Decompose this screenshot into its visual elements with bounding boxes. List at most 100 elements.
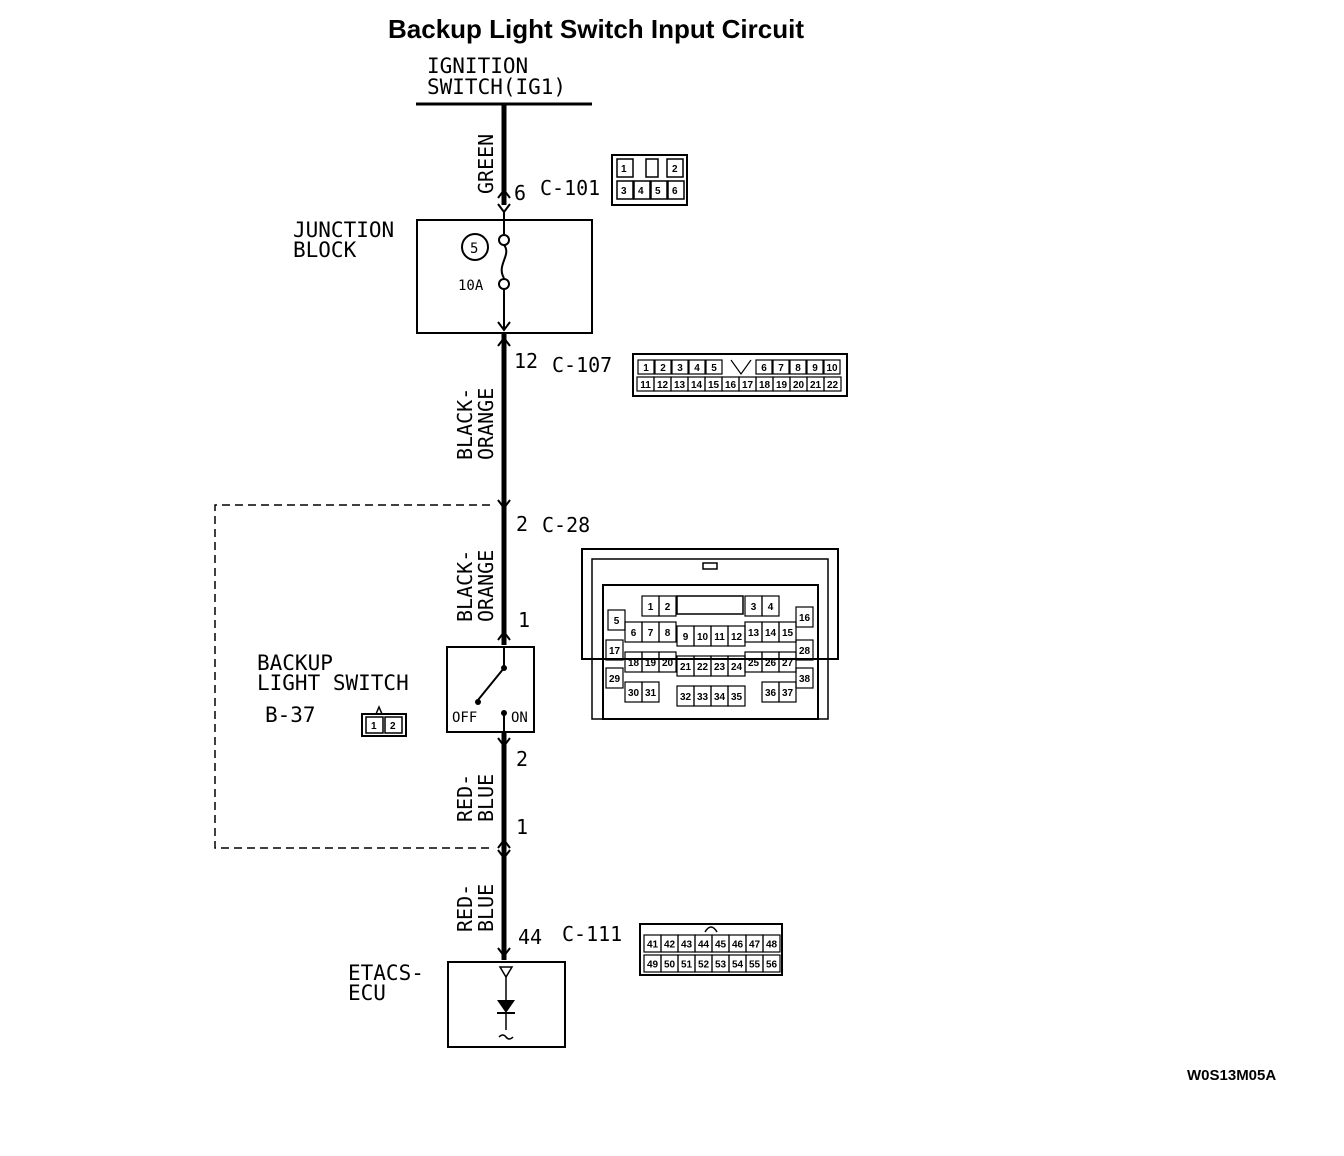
c28-cell-10-label: 10 bbox=[697, 632, 709, 643]
switch-assembly-dashed-boundary bbox=[214, 504, 490, 849]
c107-cell-22-label: 22 bbox=[827, 380, 839, 391]
c28-cell-5: 5 bbox=[607, 609, 626, 631]
c28-cell-38-label: 38 bbox=[799, 674, 811, 685]
c111-cell-55: 55 bbox=[745, 954, 764, 973]
c111-cell-43-label: 43 bbox=[681, 940, 693, 951]
source-label-line2: SWITCH(IG1) bbox=[427, 75, 566, 99]
c107-cell-12: 12 bbox=[653, 376, 672, 392]
fuse-number-circle bbox=[461, 233, 489, 261]
c107-cell-9-label: 9 bbox=[812, 363, 818, 374]
c101-cell-4: 4 bbox=[638, 186, 644, 197]
c111-cell-52-label: 52 bbox=[698, 960, 710, 971]
c28-cell-20-label: 20 bbox=[662, 658, 674, 669]
c107-cell-13-label: 13 bbox=[674, 380, 686, 391]
c28-cell-8-label: 8 bbox=[665, 628, 671, 639]
c28-cell-32: 32 bbox=[676, 685, 695, 707]
c111-cell-44-label: 44 bbox=[698, 940, 710, 951]
c28-cell-12-label: 12 bbox=[731, 632, 743, 643]
c28-cell-13: 13 bbox=[744, 621, 763, 643]
switch-connector-name: B-37 bbox=[265, 703, 316, 727]
c111-cell-49-label: 49 bbox=[647, 960, 659, 971]
chevron-c28-upper bbox=[497, 499, 511, 510]
c28-cell-20: 20 bbox=[658, 651, 677, 673]
c107-cell-11-label: 11 bbox=[640, 380, 651, 391]
c111-cell-46: 46 bbox=[728, 934, 747, 953]
switch-off-label: OFF bbox=[452, 710, 477, 726]
c101-cell-3: 3 bbox=[621, 186, 627, 197]
c111-pin: 44 bbox=[518, 925, 542, 949]
c107-cell-15-label: 15 bbox=[708, 380, 720, 391]
c107-cell-10-label: 10 bbox=[826, 363, 838, 374]
c107-cell-2-label: 2 bbox=[660, 363, 666, 374]
c28-name: C-28 bbox=[542, 513, 590, 537]
c28-cell-37-label: 37 bbox=[782, 688, 794, 699]
ecu-ground-icon bbox=[498, 1034, 514, 1040]
c28-cell-36: 36 bbox=[761, 681, 780, 703]
c107-cell-19-label: 19 bbox=[776, 380, 788, 391]
c28-cell-22-label: 22 bbox=[697, 662, 709, 673]
ecu-input-terminal-icon bbox=[498, 966, 514, 979]
c111-cell-51: 51 bbox=[677, 954, 696, 973]
c28-cell-37: 37 bbox=[778, 681, 797, 703]
c28-cell-17-label: 17 bbox=[609, 646, 621, 657]
c107-cell-8: 8 bbox=[789, 359, 807, 375]
chevron-switch-out bbox=[497, 737, 511, 748]
c101-pin: 6 bbox=[514, 181, 526, 205]
c107-cell-19: 19 bbox=[772, 376, 791, 392]
c107-cell-17: 17 bbox=[738, 376, 757, 392]
switch-label-line2: LIGHT SWITCH bbox=[257, 671, 409, 695]
c107-cell-13: 13 bbox=[670, 376, 689, 392]
c28-cell-31: 31 bbox=[641, 681, 660, 703]
c107-cell-7: 7 bbox=[772, 359, 790, 375]
c107-cell-17-label: 17 bbox=[742, 380, 754, 391]
c28-cell-3: 3 bbox=[744, 595, 763, 617]
c28-cell-9: 9 bbox=[676, 625, 695, 647]
c107-cell-14-label: 14 bbox=[691, 380, 703, 391]
c107-cell-8-label: 8 bbox=[795, 363, 801, 374]
c28-cell-33-label: 33 bbox=[697, 692, 709, 703]
c107-cell-5: 5 bbox=[705, 359, 723, 375]
c107-keyway bbox=[730, 359, 752, 376]
switch-label-line1: BACKUP bbox=[257, 651, 333, 675]
c111-cell-44: 44 bbox=[694, 934, 713, 953]
wire-label-black-orange-lower: BLACK- ORANGE bbox=[453, 550, 498, 622]
c28-cell-27-label: 27 bbox=[782, 658, 794, 669]
c107-cell-18: 18 bbox=[755, 376, 774, 392]
c28-pin: 2 bbox=[516, 512, 528, 536]
c111-face bbox=[639, 923, 783, 976]
c107-cell-6: 6 bbox=[755, 359, 773, 375]
c111-cell-52: 52 bbox=[694, 954, 713, 973]
c107-cell-7-label: 7 bbox=[778, 363, 784, 374]
chevron-switch-in bbox=[497, 630, 511, 641]
c111-cell-47-label: 47 bbox=[749, 940, 761, 951]
switch-pin-in: 1 bbox=[518, 608, 530, 632]
b37-cell-2: 2 bbox=[390, 721, 396, 732]
c28-cell-6: 6 bbox=[624, 621, 643, 643]
svg-text:BLACK-: BLACK- bbox=[453, 550, 477, 622]
c111-cell-50: 50 bbox=[660, 954, 679, 973]
c107-cell-22: 22 bbox=[823, 376, 842, 392]
c28-cell-29-label: 29 bbox=[609, 674, 621, 685]
c28-cell-18-label: 18 bbox=[628, 658, 640, 669]
c28-cell-1-label: 1 bbox=[648, 602, 654, 613]
c107-cell-11: 11 bbox=[636, 376, 655, 392]
c28-cell-4: 4 bbox=[761, 595, 780, 617]
diode-icon bbox=[497, 1000, 515, 1013]
c28-cell-12: 12 bbox=[727, 625, 746, 647]
c111-cell-51-label: 51 bbox=[681, 960, 693, 971]
c111-cell-54-label: 54 bbox=[732, 960, 744, 971]
c107-cell-5-label: 5 bbox=[711, 363, 717, 374]
svg-text:BLUE: BLUE bbox=[474, 884, 498, 932]
c101-cell-1: 1 bbox=[621, 164, 627, 175]
c28-cell-28-label: 28 bbox=[799, 646, 811, 657]
c28-cell-33: 33 bbox=[693, 685, 712, 707]
c111-cell-41: 41 bbox=[643, 934, 662, 953]
junction-block-label-line2: BLOCK bbox=[293, 238, 357, 262]
chevron-c107 bbox=[497, 336, 511, 347]
chevron-c111 bbox=[497, 947, 511, 958]
c107-cell-4: 4 bbox=[688, 359, 706, 375]
fuse-number: 5 bbox=[470, 241, 478, 257]
wire-label-black-orange-upper: BLACK- ORANGE bbox=[453, 388, 498, 460]
